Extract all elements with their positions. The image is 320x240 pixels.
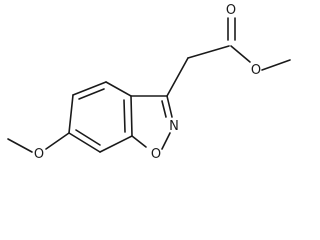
bond-c3-n xyxy=(166,95,173,118)
ester-side-chain xyxy=(166,17,291,97)
bond-n-o xyxy=(161,132,171,150)
double-bond-c4-c5 xyxy=(78,88,105,100)
benzene-ring xyxy=(68,81,133,153)
bond-c7a-c3a xyxy=(130,95,133,137)
double-bond-c3-n xyxy=(161,100,167,118)
atom-label-methoxy-oxygen: O xyxy=(34,147,44,162)
atom-label-carbonyl-oxygen: O xyxy=(226,3,236,18)
isoxazole-ring xyxy=(130,95,173,150)
double-bond-c6-c7 xyxy=(75,129,101,146)
bond-o-c7a xyxy=(131,135,147,148)
bond-c3a-c4 xyxy=(105,81,132,97)
bond-ester-o-methyl xyxy=(261,59,291,71)
atom-label-ring-oxygen: O xyxy=(151,147,161,162)
bond-c5-c6 xyxy=(68,94,74,134)
bond-c7-c7a xyxy=(99,135,133,153)
bond-carbonyl-ester-o xyxy=(230,45,251,63)
bond-c4-c5 xyxy=(72,81,107,96)
bond-methoxy-o-methyl xyxy=(7,138,33,153)
bond-ch2-carbonyl xyxy=(187,45,230,59)
molecule-diagram: N O O O O xyxy=(7,3,291,162)
bond-c3-ch2 xyxy=(166,57,189,97)
atom-label-ring-nitrogen: N xyxy=(169,119,179,134)
structure-canvas: N O O O O xyxy=(7,3,291,162)
atom-label-ester-oxygen: O xyxy=(251,63,261,78)
bond-c6-methoxy-o xyxy=(45,132,70,150)
methoxy-group xyxy=(7,132,70,153)
bond-c6-c7 xyxy=(68,132,101,153)
double-bond-c7a-c3a xyxy=(123,99,126,133)
